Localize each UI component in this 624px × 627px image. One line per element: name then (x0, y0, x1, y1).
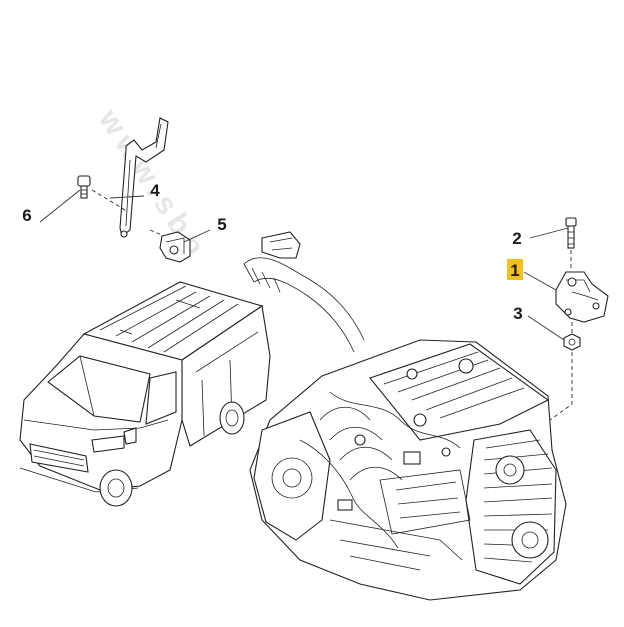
sensor-part-5 (159, 231, 191, 263)
callout-1-highlight (507, 259, 523, 280)
callout-6[interactable]: 6 (22, 206, 31, 225)
stud-bolt-part-2 (565, 217, 577, 249)
callout-1[interactable]: 1 (510, 261, 519, 280)
bracket-part-4 (119, 117, 169, 238)
engine-mount-part-1 (555, 271, 609, 323)
leader-1 (523, 271, 557, 291)
leader-5 (183, 229, 211, 243)
leader-2 (529, 227, 569, 239)
callout-5[interactable]: 5 (217, 215, 226, 234)
leader-3 (527, 315, 565, 341)
callout-4[interactable]: 4 (150, 181, 160, 200)
bolt-part-6 (77, 175, 91, 199)
leader-6 (39, 189, 81, 223)
nut-part-3 (563, 333, 581, 351)
callout-3[interactable]: 3 (513, 304, 522, 323)
engine-illustration (249, 339, 567, 601)
van-illustration (19, 281, 271, 507)
leader-4 (109, 195, 145, 199)
intake-hose (243, 231, 365, 353)
callout-2[interactable]: 2 (512, 229, 521, 248)
